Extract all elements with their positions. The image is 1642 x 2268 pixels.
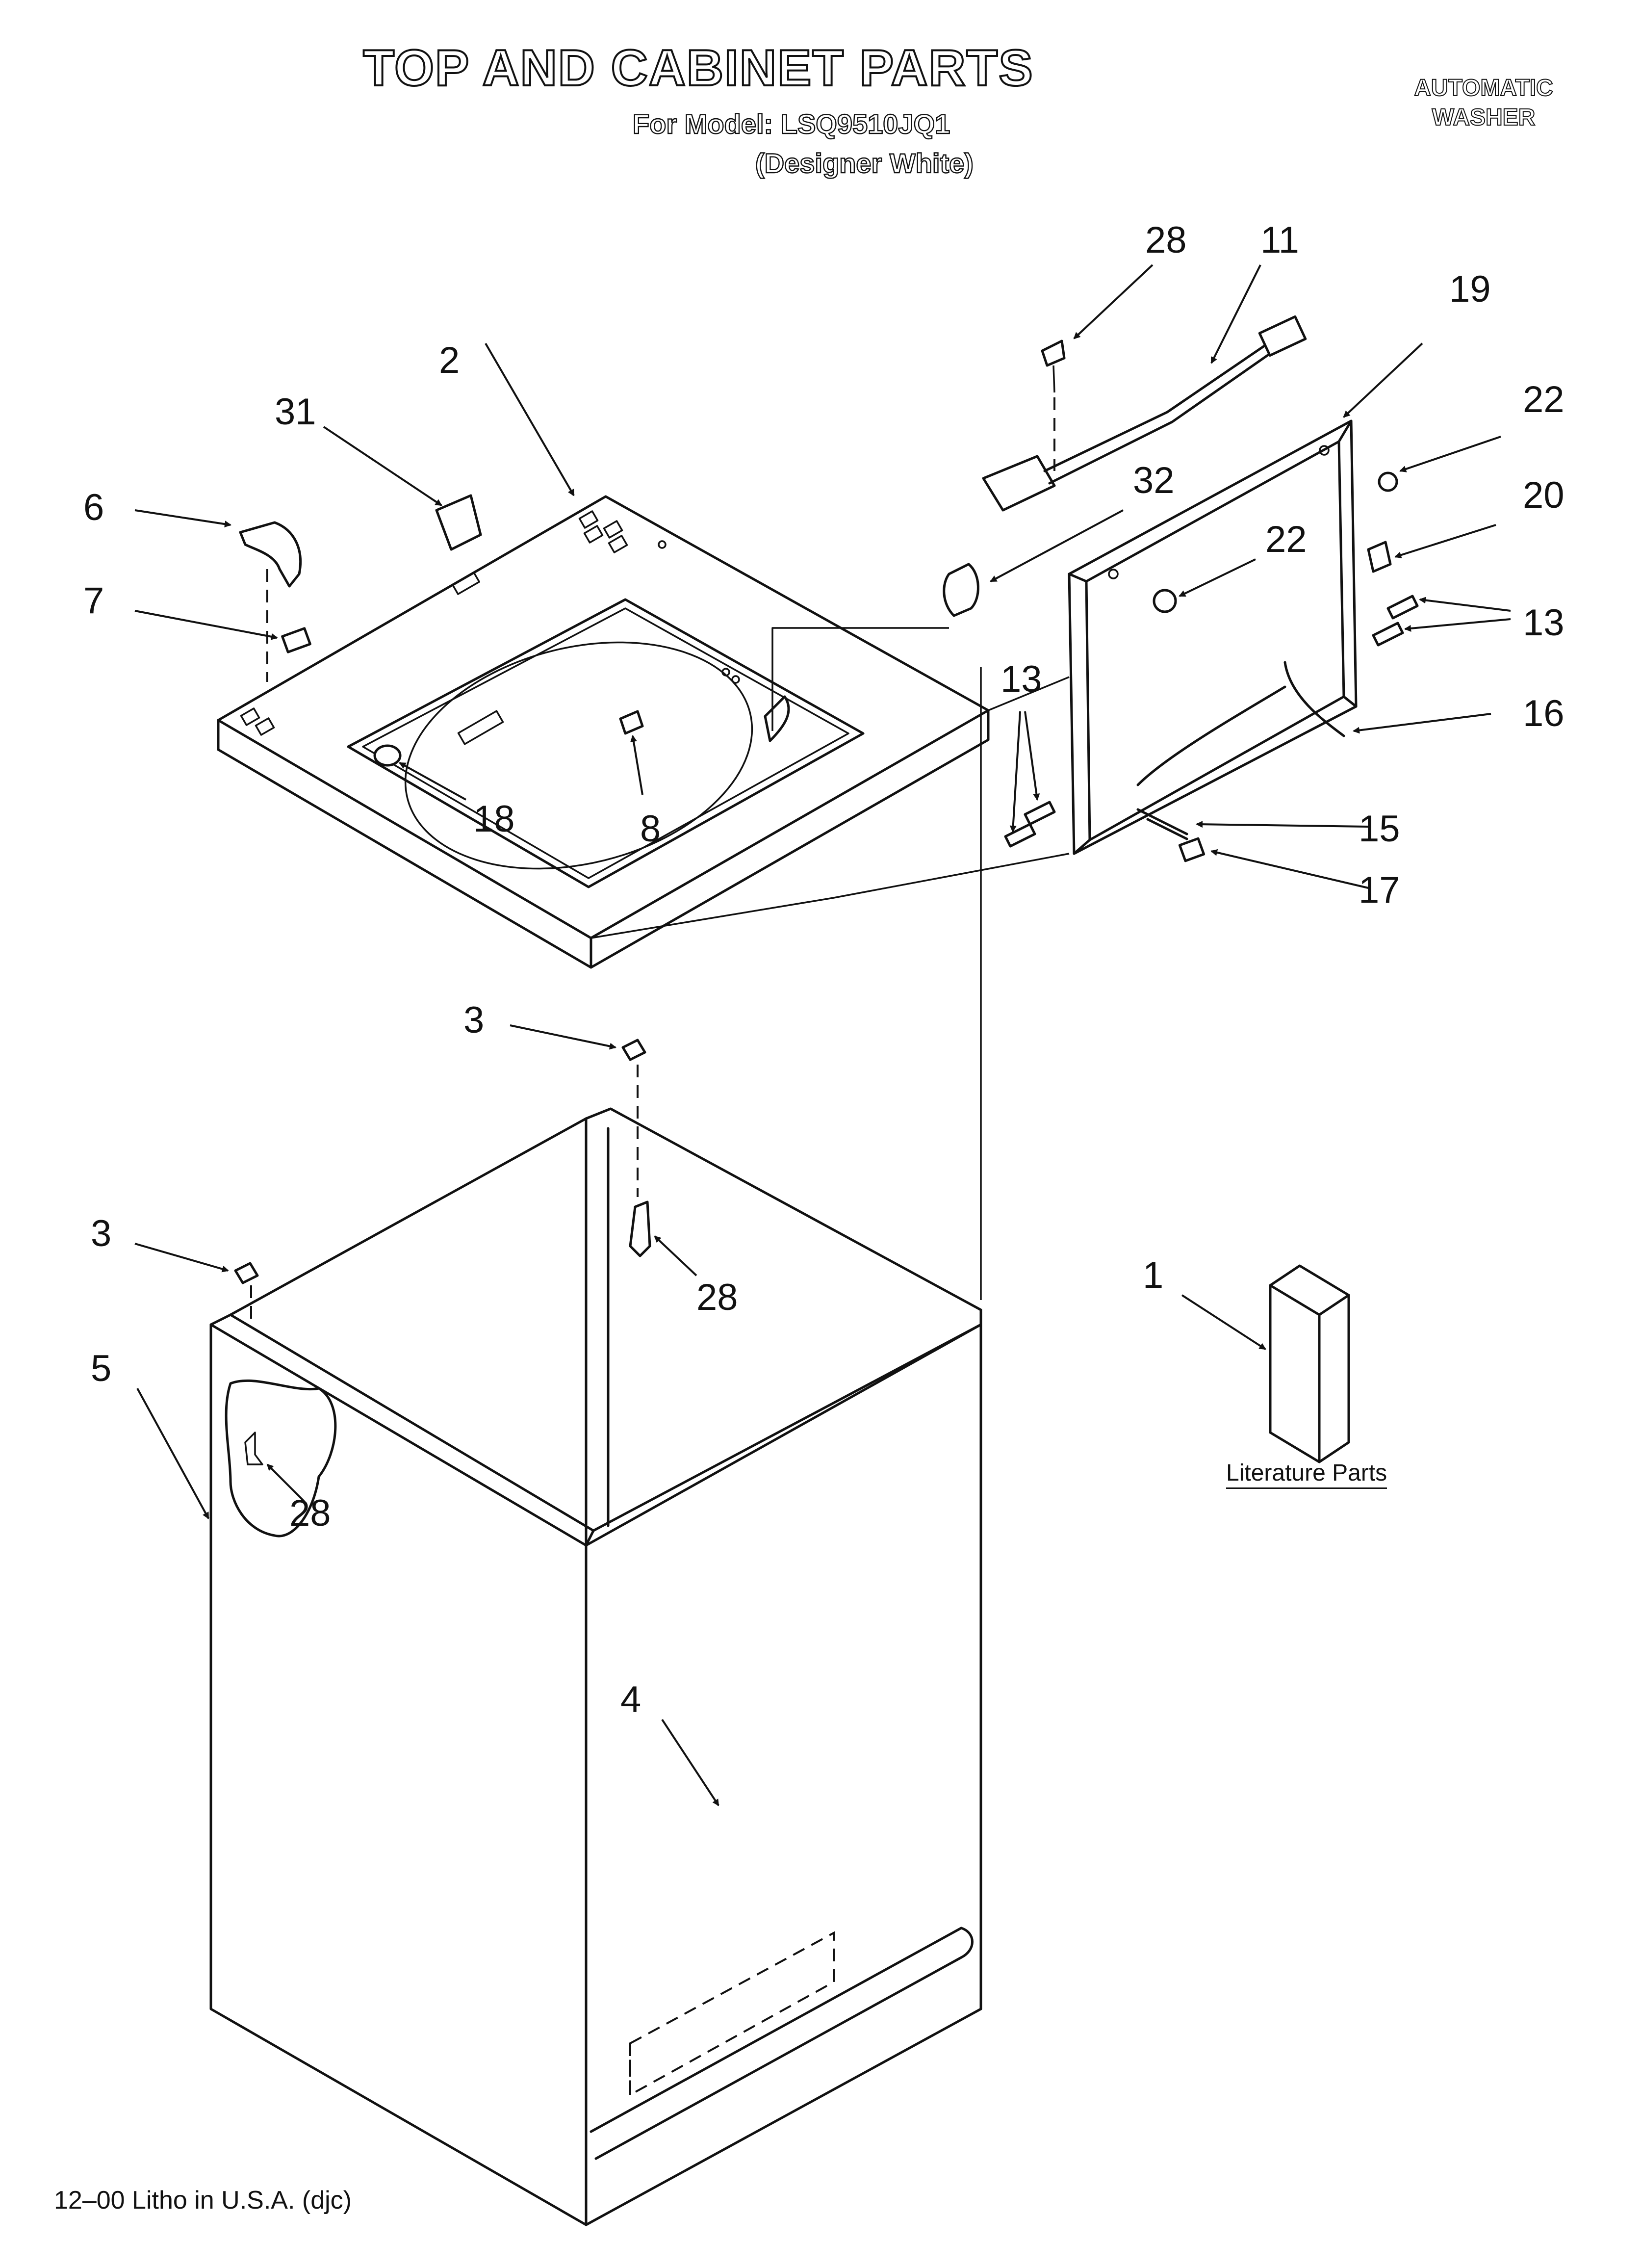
callout-15: 15 [1359, 808, 1400, 850]
page-title: TOP AND CABINET PARTS [362, 39, 1034, 98]
callout-20: 20 [1523, 474, 1565, 516]
callout-32: 32 [1133, 460, 1175, 501]
callout-19: 19 [1449, 268, 1491, 310]
appliance-type: AUTOMATIC WASHER [1403, 74, 1565, 132]
callout-numbers: 28 11 19 22 20 22 32 13 16 15 17 13 2 31… [83, 219, 1565, 1721]
callout-6: 6 [83, 487, 104, 528]
callout-3-lower: 3 [91, 1213, 111, 1254]
appliance-type-line2: WASHER [1432, 104, 1536, 131]
callout-28-top: 28 [1145, 219, 1187, 261]
callout-5: 5 [91, 1348, 111, 1389]
literature-parts-label: Literature Parts [1226, 1460, 1387, 1489]
cabinet-body [209, 1107, 982, 2226]
callout-31: 31 [275, 391, 316, 433]
callout-3-upper: 3 [463, 999, 484, 1041]
callout-7: 7 [83, 580, 104, 622]
callout-1: 1 [1143, 1254, 1163, 1296]
literature-parts-book [1269, 1264, 1350, 1463]
callout-28-middle: 28 [696, 1277, 738, 1318]
callout-22-inner: 22 [1265, 519, 1307, 560]
model-line: For Model: LSQ9510JQ1 [632, 108, 951, 140]
print-note: 12–00 Litho in U.S.A. (djc) [54, 2186, 352, 2215]
callout-22-right: 22 [1523, 379, 1565, 420]
callout-8: 8 [640, 808, 661, 850]
console-back-panel [1068, 419, 1358, 855]
callout-2: 2 [439, 339, 460, 381]
callout-28-cutout: 28 [289, 1492, 331, 1534]
callout-16: 16 [1523, 693, 1565, 734]
callout-17: 17 [1359, 869, 1400, 911]
callout-13-right: 13 [1523, 602, 1565, 644]
cabinet-top [217, 495, 990, 969]
leader-lines [134, 264, 1511, 1806]
callout-18: 18 [473, 798, 515, 840]
model-variant: (Designer White) [755, 147, 974, 179]
small-parts [234, 315, 1419, 1325]
callout-4: 4 [620, 1679, 641, 1721]
appliance-type-line1: AUTOMATIC [1413, 75, 1554, 102]
callout-13-left: 13 [1001, 658, 1042, 700]
callout-11: 11 [1260, 219, 1299, 261]
